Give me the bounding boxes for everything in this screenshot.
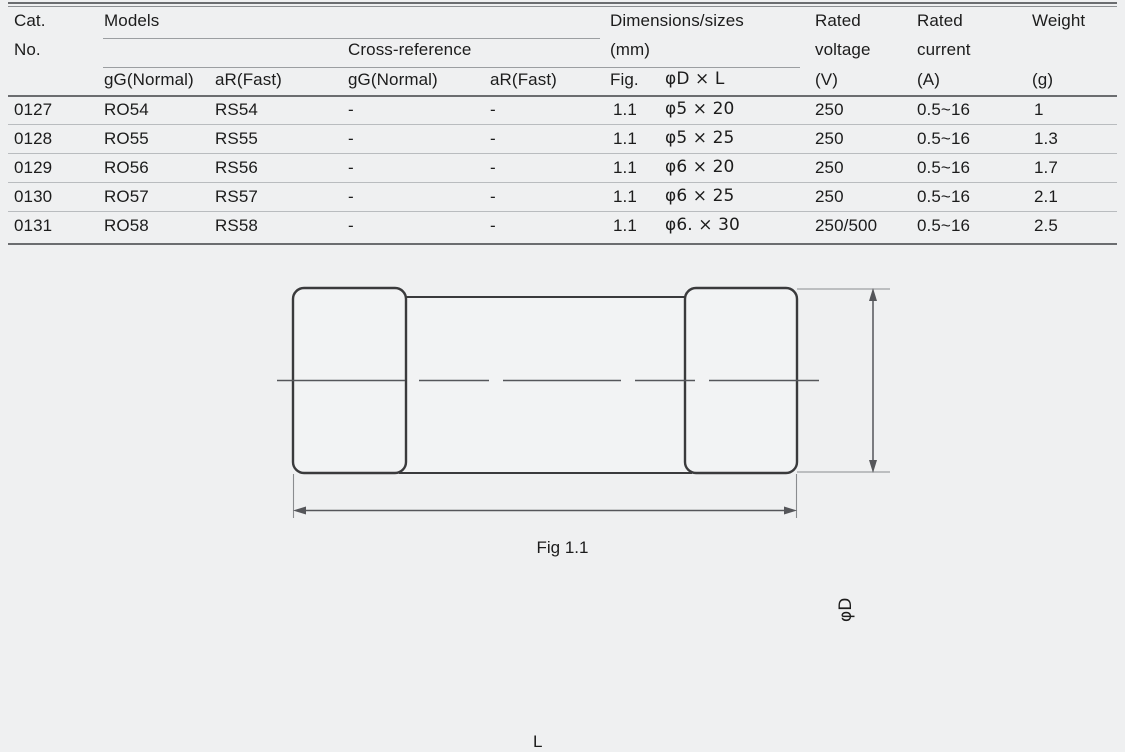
table-row: RS56 [215, 158, 258, 177]
table-row: 250 [815, 129, 844, 148]
header-voltage-unit: (V) [815, 70, 838, 89]
table-row: φ6 × 25 [665, 186, 735, 206]
table-row: 0.5~16 [917, 158, 971, 177]
table-row: 250 [815, 187, 844, 206]
table-row: φ5 × 25 [665, 128, 735, 148]
header-cat-line2: No. [14, 40, 41, 59]
subgroup-rule [103, 67, 800, 68]
table-row: φ6. × 30 [665, 215, 740, 235]
table-row: 2.1 [1034, 187, 1058, 206]
row-separator [8, 153, 1117, 154]
header-xref-gg: gG(Normal) [348, 70, 438, 89]
table-row: RS57 [215, 187, 258, 206]
fuse-technical-drawing [277, 286, 890, 518]
header-cat-line1: Cat. [14, 11, 46, 30]
length-arrowhead-left [293, 506, 306, 515]
header-models-gg: gG(Normal) [104, 70, 194, 89]
fuse-body-tube [399, 296, 692, 474]
table-row: 0130 [14, 187, 53, 206]
table-row: RO54 [104, 100, 149, 119]
table-row: 1.3 [1034, 129, 1058, 148]
table-row: RO57 [104, 187, 149, 206]
figure-caption: Fig 1.1 [536, 538, 589, 557]
table-row: - [490, 158, 496, 177]
table-row: 1.1 [613, 187, 637, 206]
header-bottom-rule [8, 95, 1117, 97]
table-row: 1 [1034, 100, 1044, 119]
table-row: 0131 [14, 216, 53, 235]
header-dimensions-line1: Dimensions/sizes [610, 11, 744, 30]
row-separator [8, 124, 1117, 125]
diameter-dimension-label: φD [836, 597, 856, 622]
table-row: - [348, 187, 354, 206]
table-row: 0.5~16 [917, 187, 971, 206]
table-row: - [348, 158, 354, 177]
header-dia-len: φD × L [665, 69, 725, 89]
table-row: - [490, 187, 496, 206]
diameter-arrowhead-top [869, 288, 877, 301]
table-row: 1.1 [613, 129, 637, 148]
header-voltage-line1: Rated [815, 11, 861, 30]
table-top-rule-outer [8, 2, 1117, 4]
length-dimension-label: L [533, 732, 543, 751]
table-row: 1.1 [613, 158, 637, 177]
table-row: 1.7 [1034, 158, 1058, 177]
table-row: RS58 [215, 216, 258, 235]
header-current-line2: current [917, 40, 971, 59]
length-arrowhead-right [784, 506, 797, 515]
row-separator [8, 211, 1117, 212]
table-row: - [348, 216, 354, 235]
models-group-rule [103, 38, 600, 39]
table-row: 250/500 [815, 216, 878, 235]
row-separator [8, 182, 1117, 183]
table-row: 1.1 [613, 100, 637, 119]
table-row: RO56 [104, 158, 149, 177]
table-row: 0129 [14, 158, 53, 177]
table-bottom-rule [8, 243, 1117, 245]
table-row: 250 [815, 100, 844, 119]
header-weight-unit: (g) [1032, 70, 1054, 89]
table-row: 0.5~16 [917, 100, 971, 119]
fuse-drawing-figure: φD L Fig 1.1 [0, 250, 1125, 751]
header-xref-ar: aR(Fast) [490, 70, 557, 89]
table-row: RS55 [215, 129, 258, 148]
table-row: 0.5~16 [917, 129, 971, 148]
table-row: - [348, 129, 354, 148]
table-row: φ5 × 20 [665, 99, 735, 119]
table-row: 250 [815, 158, 844, 177]
table-row: φ6 × 20 [665, 157, 735, 177]
table-row: 1.1 [613, 216, 637, 235]
table-row: RO55 [104, 129, 149, 148]
table-row: 0127 [14, 100, 53, 119]
table-row: - [490, 216, 496, 235]
table-row: - [348, 100, 354, 119]
table-row: - [490, 129, 496, 148]
table-row: 2.5 [1034, 216, 1058, 235]
header-current-unit: (A) [917, 70, 940, 89]
table-row: RS54 [215, 100, 258, 119]
table-row: RO58 [104, 216, 149, 235]
spec-table: Cat. Models Dimensions/sizes Rated Rated… [0, 0, 1125, 248]
header-crossref-group: Cross-reference [348, 40, 472, 59]
header-fig: Fig. [610, 70, 639, 89]
header-dimensions-line2: (mm) [610, 40, 651, 59]
table-row: 0.5~16 [917, 216, 971, 235]
table-top-rule-inner [8, 6, 1117, 7]
header-voltage-line2: voltage [815, 40, 871, 59]
table-row: - [490, 100, 496, 119]
header-models-group: Models [104, 11, 160, 30]
header-current-line1: Rated [917, 11, 963, 30]
header-models-ar: aR(Fast) [215, 70, 282, 89]
header-weight-line1: Weight [1032, 11, 1086, 30]
diameter-arrowhead-bottom [869, 460, 877, 473]
table-row: 0128 [14, 129, 53, 148]
